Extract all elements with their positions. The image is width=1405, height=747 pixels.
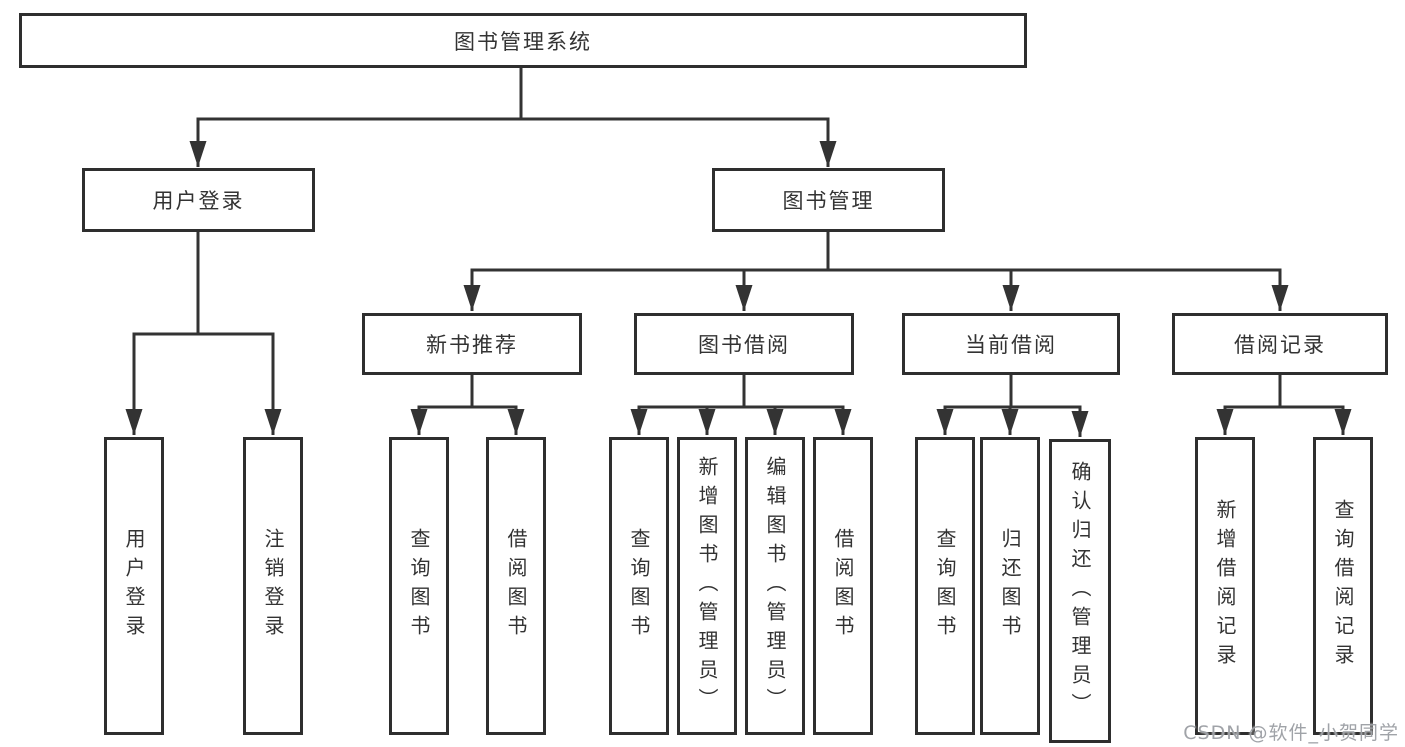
leaf-query-books-1-label: 查询图书: [407, 528, 431, 644]
leaf-borrow-books-2-label: 借阅图书: [831, 528, 855, 644]
leaf-borrow-books-1: 借阅图书: [486, 437, 546, 735]
leaf-logout: 注销登录: [243, 437, 303, 735]
leaf-logout-label: 注销登录: [261, 528, 285, 644]
leaf-add-book-admin-label: 新增图书（管理员）: [695, 455, 719, 717]
leaf-borrow-books-1-label: 借阅图书: [504, 528, 528, 644]
node-borrow-records: 借阅记录: [1172, 313, 1388, 375]
watermark-text: CSDN @软件_小贺同学: [1183, 722, 1399, 744]
leaf-user-login-label: 用户登录: [122, 528, 146, 644]
leaf-query-borrow-record-label: 查询借阅记录: [1331, 499, 1355, 673]
node-book-management: 图书管理: [712, 168, 945, 232]
node-root-label: 图书管理系统: [454, 29, 592, 54]
node-book-management-label: 图书管理: [782, 189, 875, 213]
leaf-add-borrow-record-label: 新增借阅记录: [1213, 499, 1237, 673]
node-user-login-label: 用户登录: [152, 189, 245, 213]
connector-group: [125, 66, 1352, 437]
node-root: 图书管理系统: [19, 13, 1027, 68]
leaf-borrow-books-2: 借阅图书: [813, 437, 873, 735]
leaf-user-login: 用户登录: [104, 437, 164, 735]
leaf-query-borrow-record: 查询借阅记录: [1313, 437, 1373, 735]
leaf-query-books-3-label: 查询图书: [933, 528, 957, 644]
leaf-add-book-admin: 新增图书（管理员）: [677, 437, 737, 735]
leaf-confirm-return-admin-label: 确认归还（管理员）: [1068, 460, 1092, 722]
node-new-book-recommend-label: 新书推荐: [426, 333, 518, 357]
leaf-add-borrow-record: 新增借阅记录: [1195, 437, 1255, 735]
node-current-borrow: 当前借阅: [902, 313, 1120, 375]
leaf-edit-book-admin: 编辑图书（管理员）: [745, 437, 805, 735]
node-borrow-records-label: 借阅记录: [1234, 333, 1326, 357]
node-book-borrow: 图书借阅: [634, 313, 854, 375]
node-new-book-recommend: 新书推荐: [362, 313, 582, 375]
leaf-query-books-2-label: 查询图书: [627, 528, 651, 644]
leaf-return-book: 归还图书: [980, 437, 1040, 735]
leaf-query-books-3: 查询图书: [915, 437, 975, 735]
leaf-confirm-return-admin: 确认归还（管理员）: [1049, 439, 1111, 743]
leaf-query-books-2: 查询图书: [609, 437, 669, 735]
leaf-query-books-1: 查询图书: [389, 437, 449, 735]
leaf-edit-book-admin-label: 编辑图书（管理员）: [763, 455, 787, 717]
node-book-borrow-label: 图书借阅: [698, 333, 790, 357]
node-current-borrow-label: 当前借阅: [965, 333, 1057, 357]
leaf-return-book-label: 归还图书: [998, 528, 1022, 644]
node-user-login: 用户登录: [82, 168, 315, 232]
